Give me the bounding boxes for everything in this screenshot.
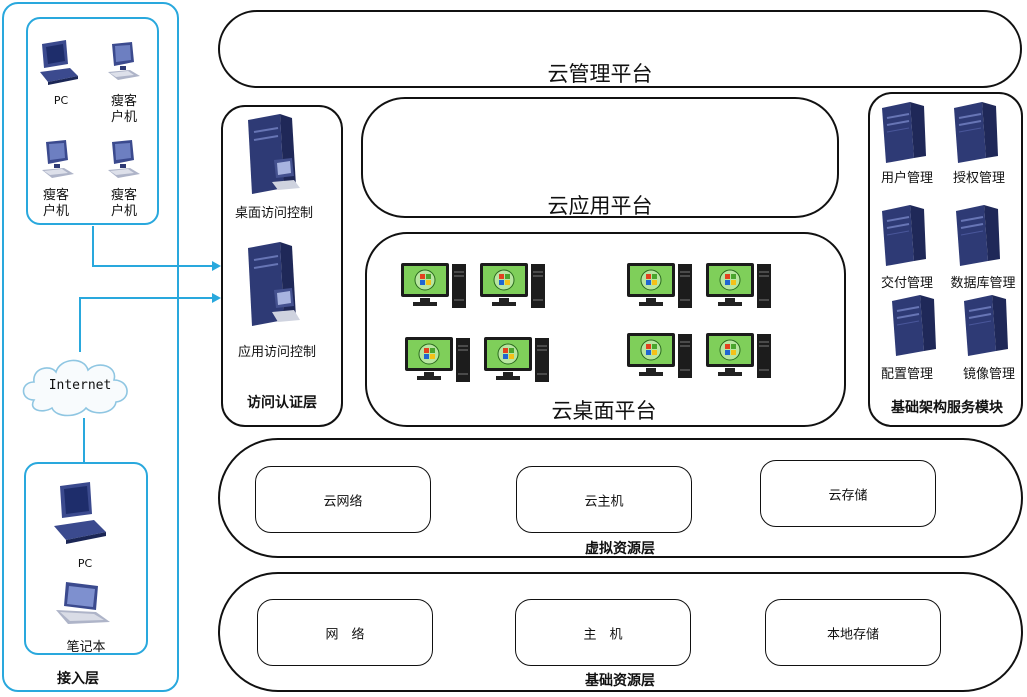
access-layer-panel [2, 2, 179, 692]
laptop-icon [56, 582, 110, 624]
server-icon [954, 203, 1004, 267]
connection-lines [79, 226, 221, 462]
virtual-desktop-icon [479, 262, 547, 310]
device-label: 瘦客 户机 [42, 188, 69, 219]
cloud-storage-box: 云存储 [760, 460, 936, 527]
thin-client-icon [108, 140, 140, 178]
virtual-desktop-icon [404, 336, 472, 384]
virtual-desktop-icon [626, 262, 694, 310]
virtual-desktop-icon [626, 332, 694, 380]
virtual-desktop-icon [705, 262, 773, 310]
access-layer-title: 接入层 [57, 671, 99, 687]
infra-services-panel [868, 92, 1023, 427]
infra-item-label: 交付管理 [880, 276, 933, 291]
virtual-desktop-icon [483, 336, 551, 384]
remote-devices-group [24, 462, 148, 655]
network-box: 网 络 [257, 599, 433, 666]
cloud-network-label: 云网络 [323, 494, 363, 509]
local-storage-label: 本地存储 [826, 627, 879, 642]
local-devices-group [26, 17, 159, 225]
auth-layer-title: 访问认证层 [247, 395, 317, 411]
local-storage-box: 本地存储 [765, 599, 941, 666]
cloud-app-title: 云应用平台 [547, 194, 653, 218]
internet-cloud-icon [22, 359, 128, 417]
device-label: 笔记本 [66, 640, 106, 655]
device-label: PC [53, 94, 69, 107]
cloud-network-box: 云网络 [255, 466, 431, 533]
desktop-access-control-label: 桌面访问控制 [234, 206, 313, 221]
virtual-layer-title: 虚拟资源层 [585, 541, 655, 557]
host-label: 主 机 [583, 627, 623, 642]
auth-layer-panel [221, 105, 343, 427]
server-icon [890, 293, 940, 357]
virtual-desktop-icon [705, 332, 773, 380]
virtual-desktop-icon [400, 262, 468, 310]
pc-icon [54, 482, 106, 544]
device-label: 瘦客 户机 [110, 188, 137, 219]
infra-item-label: 镜像管理 [962, 367, 1015, 382]
virtual-layer-panel [218, 438, 1023, 558]
server-icon [962, 293, 1012, 357]
app-access-control-label: 应用访问控制 [237, 345, 316, 360]
cloud-app-panel [361, 97, 839, 218]
infra-item-label: 配置管理 [880, 367, 933, 382]
cloud-desktop-panel [365, 232, 846, 427]
cloud-storage-label: 云存储 [828, 488, 868, 503]
server-icon [880, 203, 930, 267]
pc-icon [40, 40, 78, 85]
server-icon [248, 242, 300, 326]
infra-services-title: 基础架构服务模块 [891, 400, 1003, 416]
thin-client-icon [108, 42, 140, 80]
server-icon [880, 100, 930, 164]
base-layer-panel [218, 572, 1023, 692]
host-box: 主 机 [515, 599, 691, 666]
cloud-management-title: 云管理平台 [547, 62, 653, 86]
base-layer-title: 基础资源层 [585, 673, 655, 689]
device-label: 瘦客 户机 [110, 94, 137, 125]
network-label: 网 络 [325, 627, 365, 642]
infra-item-label: 用户管理 [880, 171, 933, 186]
cloud-host-box: 云主机 [516, 466, 692, 533]
cloud-desktop-title: 云桌面平台 [551, 399, 657, 423]
thin-client-icon [42, 140, 74, 178]
server-icon [248, 114, 300, 194]
cloud-management-panel [218, 10, 1022, 88]
device-label: PC [77, 557, 93, 570]
infra-item-label: 数据库管理 [950, 276, 1016, 291]
internet-label: Internet [48, 378, 112, 393]
server-icon [952, 100, 1002, 164]
infra-item-label: 授权管理 [952, 171, 1005, 186]
cloud-host-label: 云主机 [584, 494, 624, 509]
